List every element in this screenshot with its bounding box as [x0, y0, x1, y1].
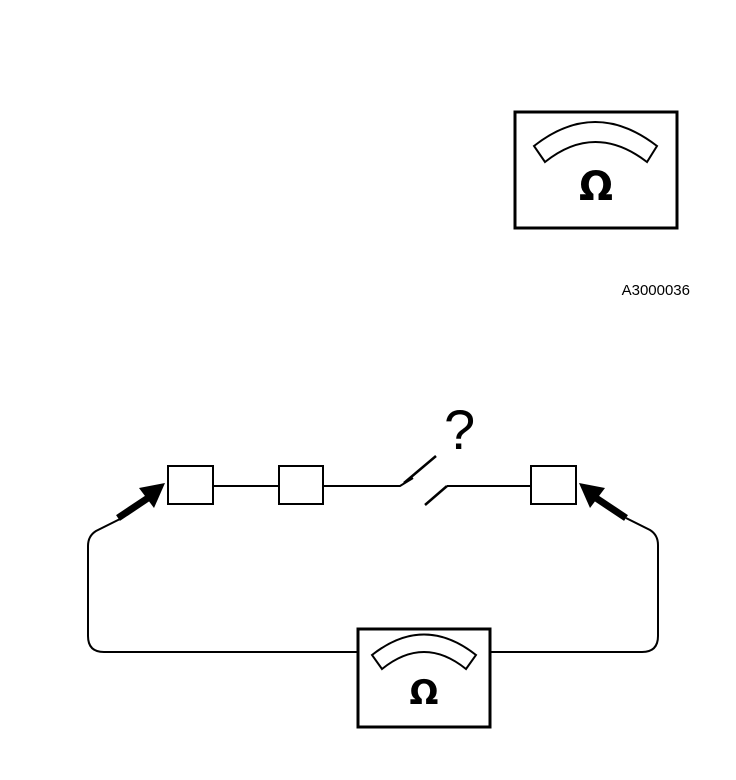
right-probe-arrow-icon — [579, 483, 628, 521]
bottom-ohmmeter-symbol: Ω — [410, 673, 439, 713]
top-ohmmeter-scale-icon — [532, 121, 659, 164]
left-probe-arrow-icon — [116, 483, 165, 521]
circuit-wires — [213, 455, 531, 506]
right-probe-lead — [490, 517, 659, 653]
connector-box-2 — [278, 465, 324, 505]
wire-box2-switch — [323, 477, 414, 487]
bottom-ohmmeter-scale-icon — [370, 633, 478, 671]
figure-code: A3000036 — [622, 282, 690, 299]
open-switch-blade-lower — [424, 485, 448, 506]
top-ohmmeter: Ω — [513, 110, 679, 230]
bottom-ohmmeter: Ω — [356, 627, 492, 729]
connector-box-3 — [530, 465, 577, 505]
open-switch-icon — [403, 455, 437, 484]
connector-box-1 — [167, 465, 214, 505]
left-probe-lead — [87, 518, 358, 653]
top-ohmmeter-frame — [513, 110, 679, 230]
bottom-ohmmeter-frame — [356, 627, 492, 729]
unknown-mark: ? — [444, 398, 475, 461]
top-ohmmeter-symbol: Ω — [579, 164, 613, 210]
